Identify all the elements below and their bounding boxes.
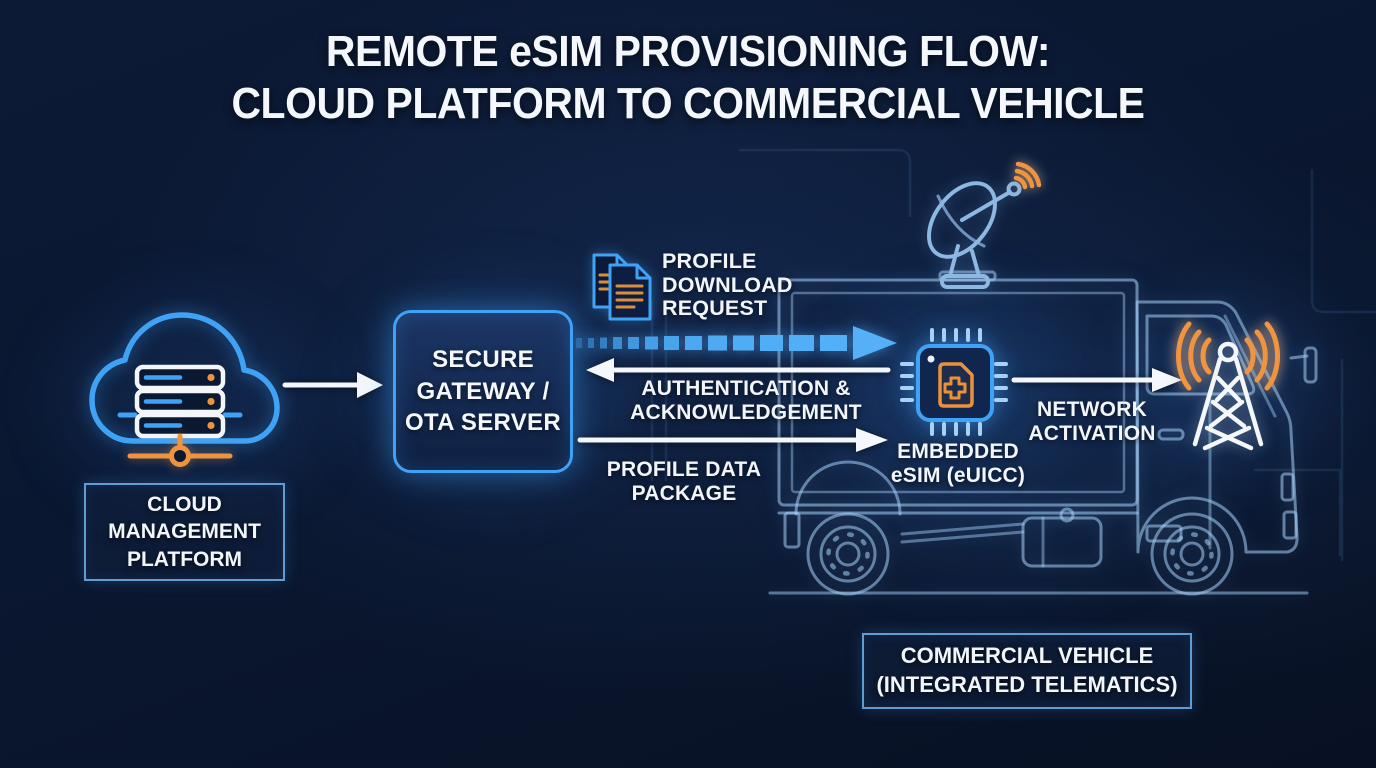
cell-tower-icon	[1176, 321, 1280, 451]
embedded-esim-label: EMBEDDED eSIM (eUICC)	[868, 440, 1048, 487]
profile-data-package-arrow	[577, 428, 888, 452]
net-line2: ACTIVATION	[1028, 421, 1156, 445]
gateway-label-line1: SECURE	[432, 345, 534, 373]
auth-line1: AUTHENTICATION &	[641, 377, 851, 400]
satellite-dish-icon	[927, 161, 1042, 289]
esim-line1: EMBEDDED	[897, 440, 1019, 463]
arrow-cloud-to-gateway	[282, 372, 383, 398]
commercial-truck-outline	[768, 270, 1318, 596]
cloud-platform-label-line2: MANAGEMENT	[108, 520, 261, 544]
pdr-line3: REQUEST	[662, 296, 768, 321]
profile-download-request-arrow	[576, 326, 897, 360]
server-stack-icon	[117, 364, 243, 467]
gateway-label-line2: GATEWAY /	[416, 377, 550, 405]
pdp-line1: PROFILE DATA	[606, 458, 762, 481]
commercial-vehicle-box: COMMERCIAL VEHICLE (INTEGRATED TELEMATIC…	[862, 633, 1192, 709]
esim-chip-icon	[900, 328, 1008, 436]
cloud-management-platform-box: CLOUD MANAGEMENT PLATFORM	[84, 483, 285, 581]
cloud-platform-label-line3: PLATFORM	[126, 547, 243, 571]
diagram-title-line1: REMOTE eSIM PROVISIONING FLOW:	[325, 27, 1051, 76]
auth-line2: ACKNOWLEDGEMENT	[630, 400, 862, 424]
network-activation-label: NETWORK ACTIVATION	[1008, 398, 1176, 445]
authentication-label: AUTHENTICATION & ACKNOWLEDGEMENT	[600, 377, 892, 424]
vehicle-label-line1: COMMERCIAL VEHICLE	[900, 643, 1154, 669]
esim-line2: eSIM (eUICC)	[890, 463, 1026, 487]
cloud-platform-label-line1: CLOUD	[147, 493, 222, 517]
diagram-title-line2: CLOUD PLATFORM TO COMMERCIAL VEHICLE	[231, 78, 1145, 128]
net-line1: NETWORK	[1037, 398, 1147, 421]
cloud-server-icon	[89, 312, 280, 467]
diagram-title: REMOTE eSIM PROVISIONING FLOW: CLOUD PLA…	[48, 26, 1328, 130]
profile-download-request-label: PROFILE DOWNLOAD REQUEST	[662, 249, 822, 321]
pdr-line2: DOWNLOAD	[662, 272, 793, 297]
profile-documents-icon	[592, 253, 652, 321]
vehicle-label-line2: (INTEGRATED TELEMATICS)	[876, 672, 1178, 697]
pdp-line2: PACKAGE	[631, 481, 737, 505]
authentication-arrow	[586, 358, 891, 382]
secure-gateway-node: SECURE GATEWAY / OTA SERVER	[393, 310, 573, 473]
gateway-label-line3: OTA SERVER	[405, 409, 561, 437]
pdr-line1: PROFILE	[662, 249, 757, 273]
network-activation-arrow	[1011, 368, 1182, 392]
profile-data-package-label: PROFILE DATA PACKAGE	[588, 458, 780, 505]
